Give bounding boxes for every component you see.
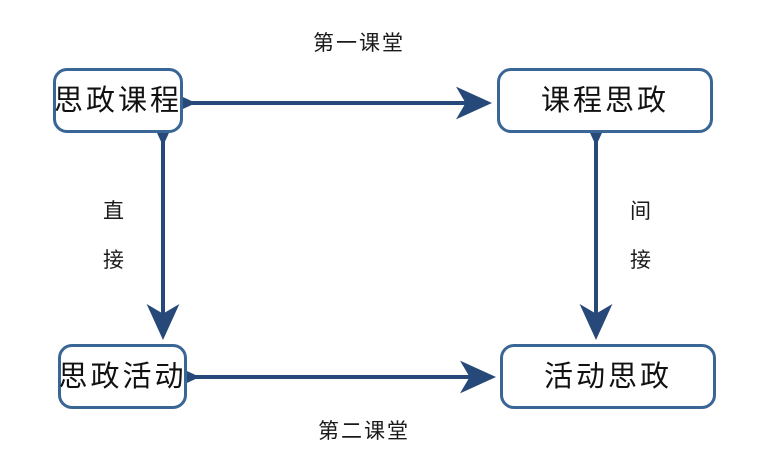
- node-sizheng-kecheng[interactable]: 思政课程: [53, 68, 183, 133]
- edge-label-left-char-1: 直: [103, 199, 124, 223]
- edge-label-right: 间 接: [630, 201, 651, 271]
- edge-label-top: 第一课堂: [313, 31, 405, 55]
- node-label: 课程思政: [540, 83, 669, 117]
- node-kecheng-sizheng[interactable]: 课程思政: [497, 68, 713, 133]
- node-sizheng-huodong[interactable]: 思政活动: [58, 344, 187, 409]
- node-huodong-sizheng[interactable]: 活动思政: [500, 344, 716, 409]
- edge-label-bottom: 第二课堂: [318, 419, 410, 443]
- node-label: 活动思政: [543, 359, 672, 393]
- edge-label-left: 直 接: [103, 201, 124, 271]
- node-label: 思政课程: [54, 83, 183, 117]
- node-label: 思政活动: [58, 359, 187, 393]
- edge-label-left-char-2: 接: [103, 248, 124, 272]
- edge-label-right-char-1: 间: [630, 199, 651, 223]
- edge-label-right-char-2: 接: [630, 248, 651, 272]
